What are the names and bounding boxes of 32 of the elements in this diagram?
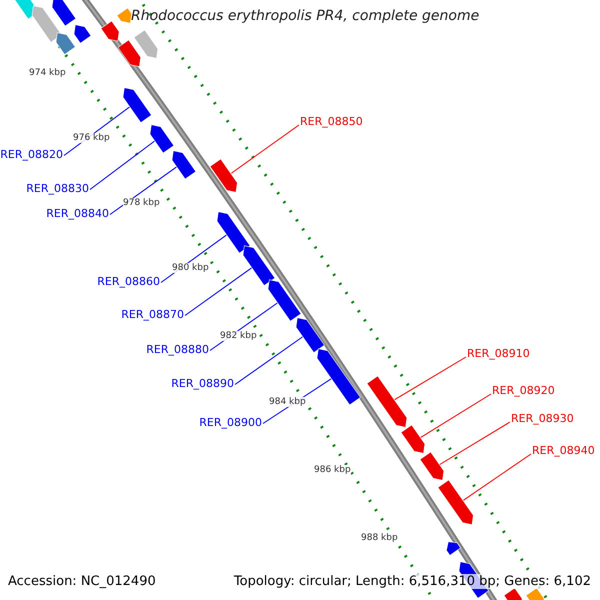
leader-line [439,422,510,466]
scale-label: 988 kbp [361,533,398,543]
gene-label: RER_08930 [511,412,574,425]
scale-label: 986 kbp [314,465,351,475]
scale-label: 978 kbp [123,198,160,208]
gene-label: RER_08840 [46,207,109,220]
gene-label: RER_08830 [26,182,89,195]
gene-label: RER_08820 [0,148,63,161]
leader-line [230,124,300,174]
accession-text: Accession: NC_012490 [8,574,156,589]
leader-line [234,336,304,385]
gene-label: RER_08910 [467,347,530,360]
genome-info-text: Topology: circular; Length: 6,516,310 bp; Genes: 6,102 [234,574,591,589]
scale-label: 984 kbp [269,397,306,407]
gene-label: RER_08940 [532,444,595,457]
scale-label: 980 kbp [172,263,209,273]
gene-label: RER_08850 [300,115,363,128]
gene-label: RER_08880 [146,343,209,356]
gene-label: RER_08870 [121,308,184,321]
gene-label: RER_08920 [492,384,555,397]
leader-line [394,356,466,400]
scale-label: 982 kbp [220,331,257,341]
leader-line [420,394,492,438]
leader-line [462,454,532,501]
leader-line [184,267,252,316]
gene-label: RER_08900 [199,416,262,429]
scale-label: 974 kbp [29,68,66,78]
scale-label: 976 kbp [73,133,110,143]
gene-label: RER_08860 [97,275,160,288]
gene-label: RER_08890 [171,377,234,390]
leader-line [90,140,156,190]
genome-title: Rhodococcus erythropolis PR4, complete genome [131,8,480,24]
